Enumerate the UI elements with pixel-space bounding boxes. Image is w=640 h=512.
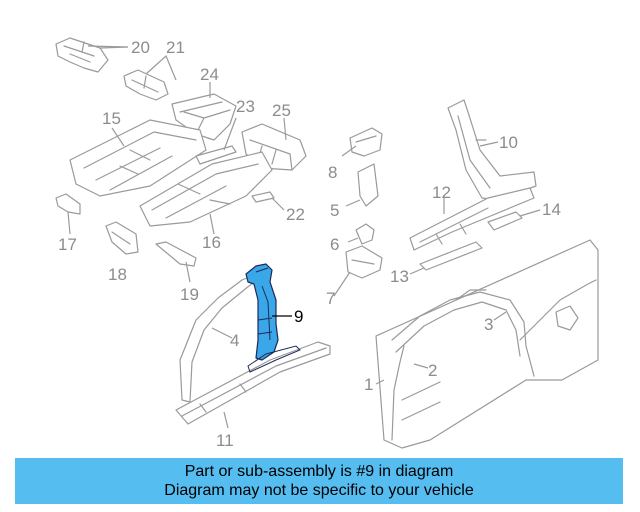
part-10-pillar xyxy=(447,99,537,201)
info-banner: Part or sub-assembly is #9 in diagram Di… xyxy=(15,458,623,504)
callout-3: 3 xyxy=(484,315,493,334)
callout-6: 6 xyxy=(330,235,339,254)
part-8-bracket xyxy=(341,127,383,157)
part-12-rail xyxy=(409,187,535,251)
callout-25: 25 xyxy=(272,101,291,120)
part-14-bracket xyxy=(487,209,541,231)
part-15-floor-pan xyxy=(69,119,207,197)
callout-1: 1 xyxy=(364,375,373,394)
part-13-rail xyxy=(409,241,483,275)
callout-21: 21 xyxy=(166,38,185,57)
part-20-bracket xyxy=(55,37,129,73)
part-18-bracket xyxy=(105,221,139,255)
part-16-floor-pan xyxy=(139,151,273,235)
callout-23: 23 xyxy=(236,97,255,116)
callout-12: 12 xyxy=(432,183,451,202)
callout-7: 7 xyxy=(326,289,335,308)
callout-14: 14 xyxy=(542,200,561,219)
callout-22: 22 xyxy=(286,205,305,224)
callout-19: 19 xyxy=(180,285,199,304)
callout-16: 16 xyxy=(202,233,221,252)
callout-5: 5 xyxy=(330,201,339,220)
callout-9: 9 xyxy=(294,307,303,326)
callout-8: 8 xyxy=(328,163,337,182)
callout-20: 20 xyxy=(131,38,150,57)
callout-10: 10 xyxy=(499,133,518,152)
callout-15: 15 xyxy=(102,109,121,128)
part-22-rail xyxy=(251,191,285,211)
banner-line-disclaimer: Diagram may not be specific to your vehi… xyxy=(164,482,474,499)
callout-4: 4 xyxy=(230,331,239,350)
part-24-crossmember xyxy=(171,82,237,141)
callout-11: 11 xyxy=(216,431,234,450)
part-19-strip xyxy=(155,241,197,283)
callout-13: 13 xyxy=(390,267,409,286)
part-7-bracket xyxy=(333,245,383,297)
part-1-body-side xyxy=(375,239,599,449)
part-6-bracket xyxy=(347,223,375,245)
callout-2: 2 xyxy=(428,361,437,380)
callout-17: 17 xyxy=(58,235,77,254)
part-21-bracket xyxy=(123,54,177,101)
part-23-rail xyxy=(195,117,237,165)
callout-18: 18 xyxy=(108,265,127,284)
part-9-b-pillar xyxy=(245,263,301,373)
callout-24: 24 xyxy=(200,65,219,84)
part-11-rocker xyxy=(175,341,331,429)
banner-line-part: Part or sub-assembly is #9 in diagram xyxy=(184,463,454,480)
part-17-bracket xyxy=(55,193,81,235)
part-5-reinforcement xyxy=(345,163,379,207)
